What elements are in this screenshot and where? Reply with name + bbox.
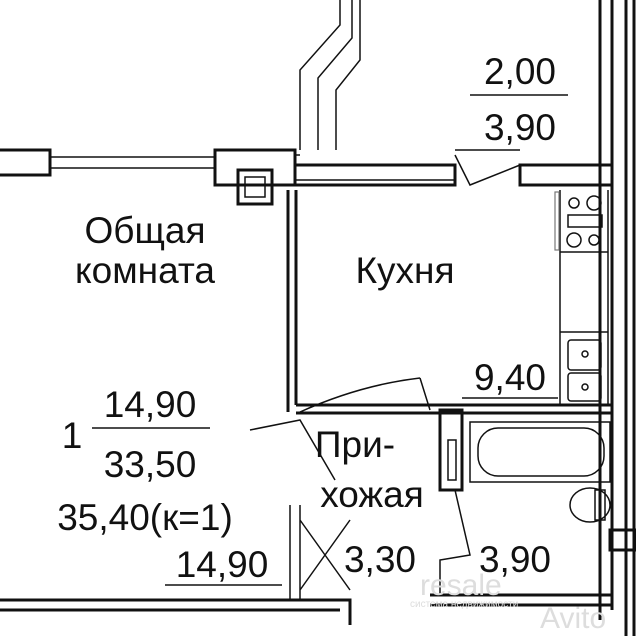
total-with-balcony: 35,40(к=1)	[57, 497, 233, 538]
sink-icon	[567, 339, 602, 402]
living-room-name-line2: комната	[75, 250, 215, 291]
bottom-walls	[0, 489, 636, 625]
living-room-area: 14,90	[176, 544, 269, 585]
kitchen-name: Кухня	[355, 250, 454, 291]
toilet-icon	[569, 487, 611, 523]
living-area: 14,90	[104, 384, 197, 425]
hall-name-line2: хожая	[320, 474, 424, 515]
bathroom-area: 3,90	[479, 539, 551, 580]
kitchen-top-right-wall	[454, 154, 614, 187]
watermark-site: Avito	[540, 602, 606, 635]
rooms-count: 1	[62, 415, 83, 456]
total-area: 33,50	[104, 444, 197, 485]
hallway-bathroom-walls	[249, 377, 612, 492]
kitchen-area: 9,40	[474, 357, 546, 398]
balcony-outline	[299, 0, 520, 151]
watermark-brand: resale	[420, 569, 502, 602]
living-room-top-wall	[0, 148, 457, 206]
balcony-area-full: 3,90	[484, 107, 556, 148]
watermark-subtitle: система недвижимости	[410, 599, 518, 610]
balcony-area: 2,00	[484, 51, 556, 92]
bathtub-icon	[469, 421, 611, 483]
living-room-name-line1: Общая	[84, 210, 205, 251]
hall-name-line1: При-	[315, 424, 395, 465]
kitchen-counter	[554, 190, 609, 405]
hall-area: 3,30	[344, 539, 416, 580]
exterior-wall-right	[598, 0, 636, 636]
stove-icon	[566, 195, 603, 248]
interior-wall-living-kitchen	[286, 190, 298, 412]
